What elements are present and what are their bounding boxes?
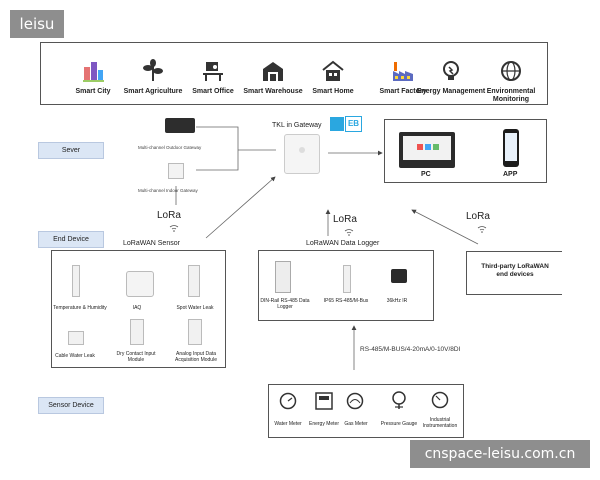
app-smart-warehouse: Smart Warehouse [238,59,308,96]
logger-item-label: 36kHz IR [386,298,408,304]
clients-panel: PC APP [384,119,547,183]
app-label: Smart Home [312,88,354,95]
app-label: Environmental Monitoring [486,88,536,103]
sensor-item-label: Cable Water Leak [55,353,95,359]
layer-sensor-device: Sensor Device [38,397,104,414]
globe-icon [501,61,521,81]
app-smart-agriculture: Smart Agriculture [118,59,188,96]
app-energy-management: Energy Management [416,59,486,96]
wireless-signal-icon [344,229,354,236]
pc-monitor-icon [399,132,455,168]
brand-logo: leisu [10,10,64,38]
layer-server: Sever [38,142,104,159]
pressure-gauge-icon [392,391,406,409]
logger-item-label: IP65 RS-485/M-Bus [323,298,369,304]
app-smart-factory: Smart Factory [368,59,438,96]
meter-label: Industrial Instrumentation [422,417,458,429]
din-rail-logger-icon [275,261,291,293]
app-smart-office: Smart Office [178,59,248,96]
meter-label: Energy Meter [308,421,339,427]
app-label: Smart Factory [379,88,427,95]
indoor-gateway-device [168,163,184,179]
third-party-panel: Third-party LoRaWAN end devices [466,251,562,295]
ir-logger-icon [391,269,407,283]
industrial-instrument-icon [431,391,449,409]
logger-group-title: LoRaWAN Data Logger [306,240,380,247]
energy-meter-icon [315,392,333,410]
factory-icon [393,62,413,81]
sensor-item-label: Temperature & Humidity [53,305,107,311]
pc-screen [403,136,451,160]
sensor-item-label: IAQ [132,305,142,311]
pc-label: PC [421,171,431,178]
lora-label-third-party: LoRa [466,211,490,222]
plant-icon [143,59,163,81]
interface-label: RS-485/M-BUS/4-20mA/0-10V/8DI [360,346,461,353]
layer-end-device: End Device [38,231,104,248]
app-label: Smart Warehouse [243,88,303,95]
ip65-logger-icon [343,265,351,293]
screen-tile [425,144,431,150]
sensor-item-label: Analog Input Data Acquisition Module [175,351,217,363]
dry-contact-module-icon [130,319,144,345]
phone-screen [505,133,517,161]
logger-item-label: DIN-Rail RS-485 Data Logger [260,298,310,310]
screen-tile [417,144,423,150]
outdoor-gateway-label: Multi-channel Outdoor Gateway [138,145,202,150]
meters-panel: Water Meter Energy Meter Gas Meter Press… [268,384,464,438]
applications-panel: Smart City Smart Agriculture Smart Offic… [40,42,548,105]
app-client-label: APP [503,171,518,178]
app-label: Energy Management [416,88,486,95]
screen-tile [433,144,439,150]
watermark: cnspace-leisu.com.cn [410,440,590,468]
phone-icon [503,129,519,167]
meter-label: Water Meter [274,421,302,427]
gateway-badge: EB [345,116,362,132]
sensor-group-panel: Temperature & Humidity IAQ Spot Water Le… [51,250,226,368]
temperature-sensor-icon [72,265,80,297]
cable-leak-sensor-icon [68,331,84,345]
sensor-group-title: LoRaWAN Sensor [123,240,180,247]
meter-label: Gas Meter [344,421,368,427]
wireless-signal-icon [477,226,487,233]
meter-label: Pressure Gauge [380,421,418,427]
warehouse-icon [263,62,283,81]
app-label: Smart City [75,88,111,95]
city-icon [83,62,104,82]
sensor-item-label: Dry Contact Input Module [116,351,156,363]
main-gateway-label: TKL in Gateway [272,122,322,129]
water-leak-sensor-icon [188,265,200,297]
gateway-led [299,147,305,153]
lora-label-logger: LoRa [333,214,357,225]
analog-input-module-icon [188,319,202,345]
app-smart-home: Smart Home [298,59,368,96]
gateway-brand-mark [330,117,344,131]
iaq-sensor-icon [126,271,154,297]
indoor-gateway-label: Multi-channel Indoor Gateway [138,188,198,193]
sensor-item-label: Spot Water Leak [176,305,214,311]
third-party-label: Third-party LoRaWAN end devices [481,263,549,278]
bulb-icon [443,61,459,80]
logger-group-panel: DIN-Rail RS-485 Data Logger IP65 RS-485/… [258,250,434,321]
app-label: Smart Office [192,88,234,95]
lora-label-sensor: LoRa [157,210,181,221]
water-meter-icon [279,392,297,410]
wireless-signal-icon [169,225,179,232]
app-environmental-monitoring: Environmental Monitoring [476,59,546,104]
gas-meter-icon [346,392,364,410]
home-icon [322,60,344,81]
app-label: Smart Agriculture [123,88,183,95]
outdoor-gateway-device [165,118,195,133]
desk-icon [203,62,223,81]
main-gateway-device [284,134,320,174]
app-smart-city: Smart City [58,59,128,96]
